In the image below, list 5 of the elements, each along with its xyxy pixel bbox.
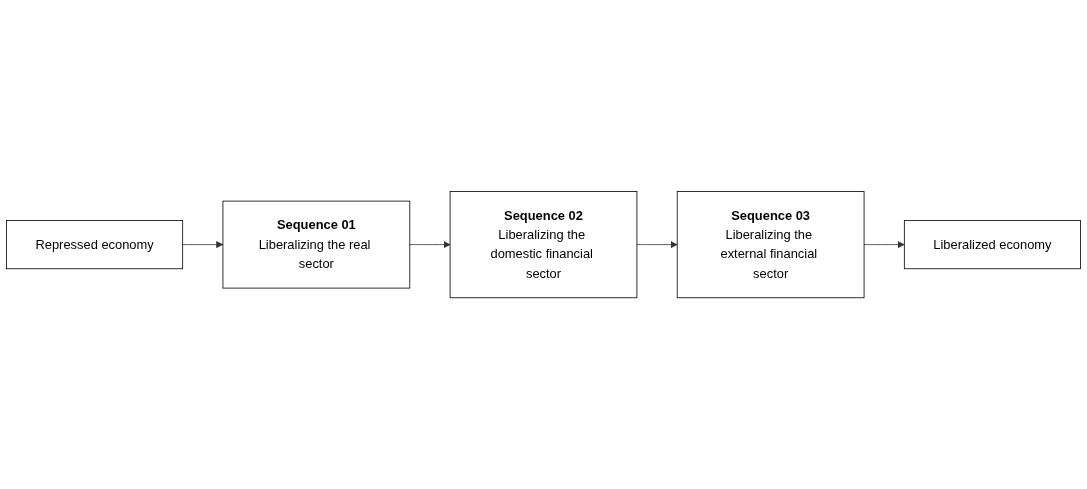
node-box: Sequence 01 Liberalizing the real sector (222, 200, 411, 289)
node-box: Repressed economy (6, 219, 184, 270)
node-box: Sequence 03 Liberalizing the external financial sector (676, 190, 865, 299)
node-box: Liberalized economy (903, 219, 1081, 270)
node-box: Sequence 02 Liberalizing the domestic financial sector (449, 190, 638, 299)
